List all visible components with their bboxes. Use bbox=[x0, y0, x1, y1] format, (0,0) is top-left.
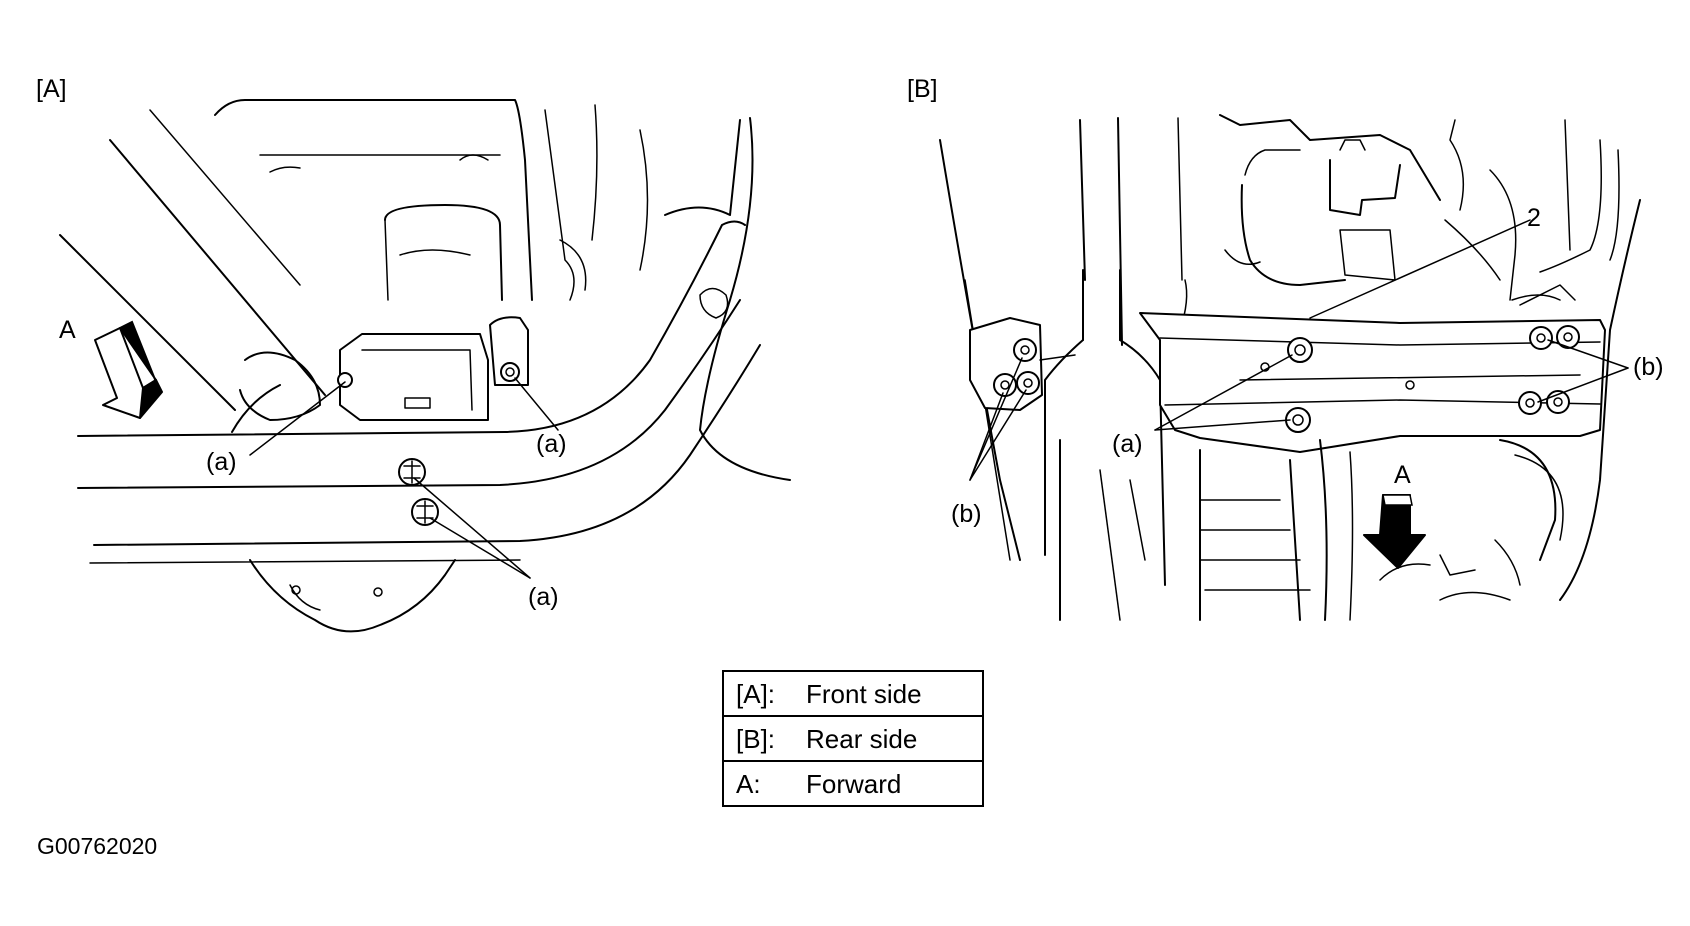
panel-a-callout-a-right: (a) bbox=[536, 430, 567, 458]
legend-row: [B]: Rear side bbox=[723, 715, 983, 761]
legend-row: [A]: Front side bbox=[723, 671, 983, 716]
panel-b-callout-b-right: (b) bbox=[1633, 353, 1664, 381]
panel-a-forward-arrow: A bbox=[59, 316, 163, 419]
panel-a-bolt-upper bbox=[398, 458, 426, 486]
legend-key: [A]: bbox=[736, 678, 776, 709]
legend-value: Front side bbox=[806, 678, 922, 709]
figure-id: G00762020 bbox=[37, 833, 158, 859]
panel-b-callout-a: (a) bbox=[1112, 430, 1143, 458]
panel-a: [A] bbox=[36, 75, 791, 633]
panel-a-title: [A] bbox=[36, 75, 67, 103]
panel-a-callout-a-left: (a) bbox=[206, 448, 237, 476]
panel-b-bolts-b-left bbox=[993, 338, 1040, 397]
panel-a-drawing bbox=[59, 99, 791, 633]
panel-b-drawing bbox=[939, 114, 1641, 621]
panel-b-forward-arrow: A bbox=[1363, 461, 1426, 569]
legend-key: [B]: bbox=[723, 715, 806, 761]
panel-b: [B] bbox=[907, 75, 1664, 621]
panel-a-arrow-label: A bbox=[59, 316, 76, 344]
panel-b-arrow-label: A bbox=[1394, 461, 1411, 489]
panel-b-title: [B] bbox=[907, 75, 938, 103]
legend-value: Rear side bbox=[806, 715, 983, 761]
legend-row: A: Forward bbox=[723, 760, 983, 806]
legend-key: A: bbox=[723, 760, 806, 806]
panel-b-callout-2: 2 bbox=[1527, 204, 1541, 232]
panel-a-callout-a-bottom: (a) bbox=[528, 583, 559, 611]
panel-b-bolt-a-upper bbox=[1287, 337, 1313, 363]
panel-b-bolts-b-right bbox=[1518, 325, 1580, 415]
panel-b-callout-b-left: (b) bbox=[951, 500, 982, 528]
legend-value: Forward bbox=[806, 760, 983, 806]
legend-table: [A]: Front side [B]: Rear side A: Forwar… bbox=[722, 670, 984, 807]
